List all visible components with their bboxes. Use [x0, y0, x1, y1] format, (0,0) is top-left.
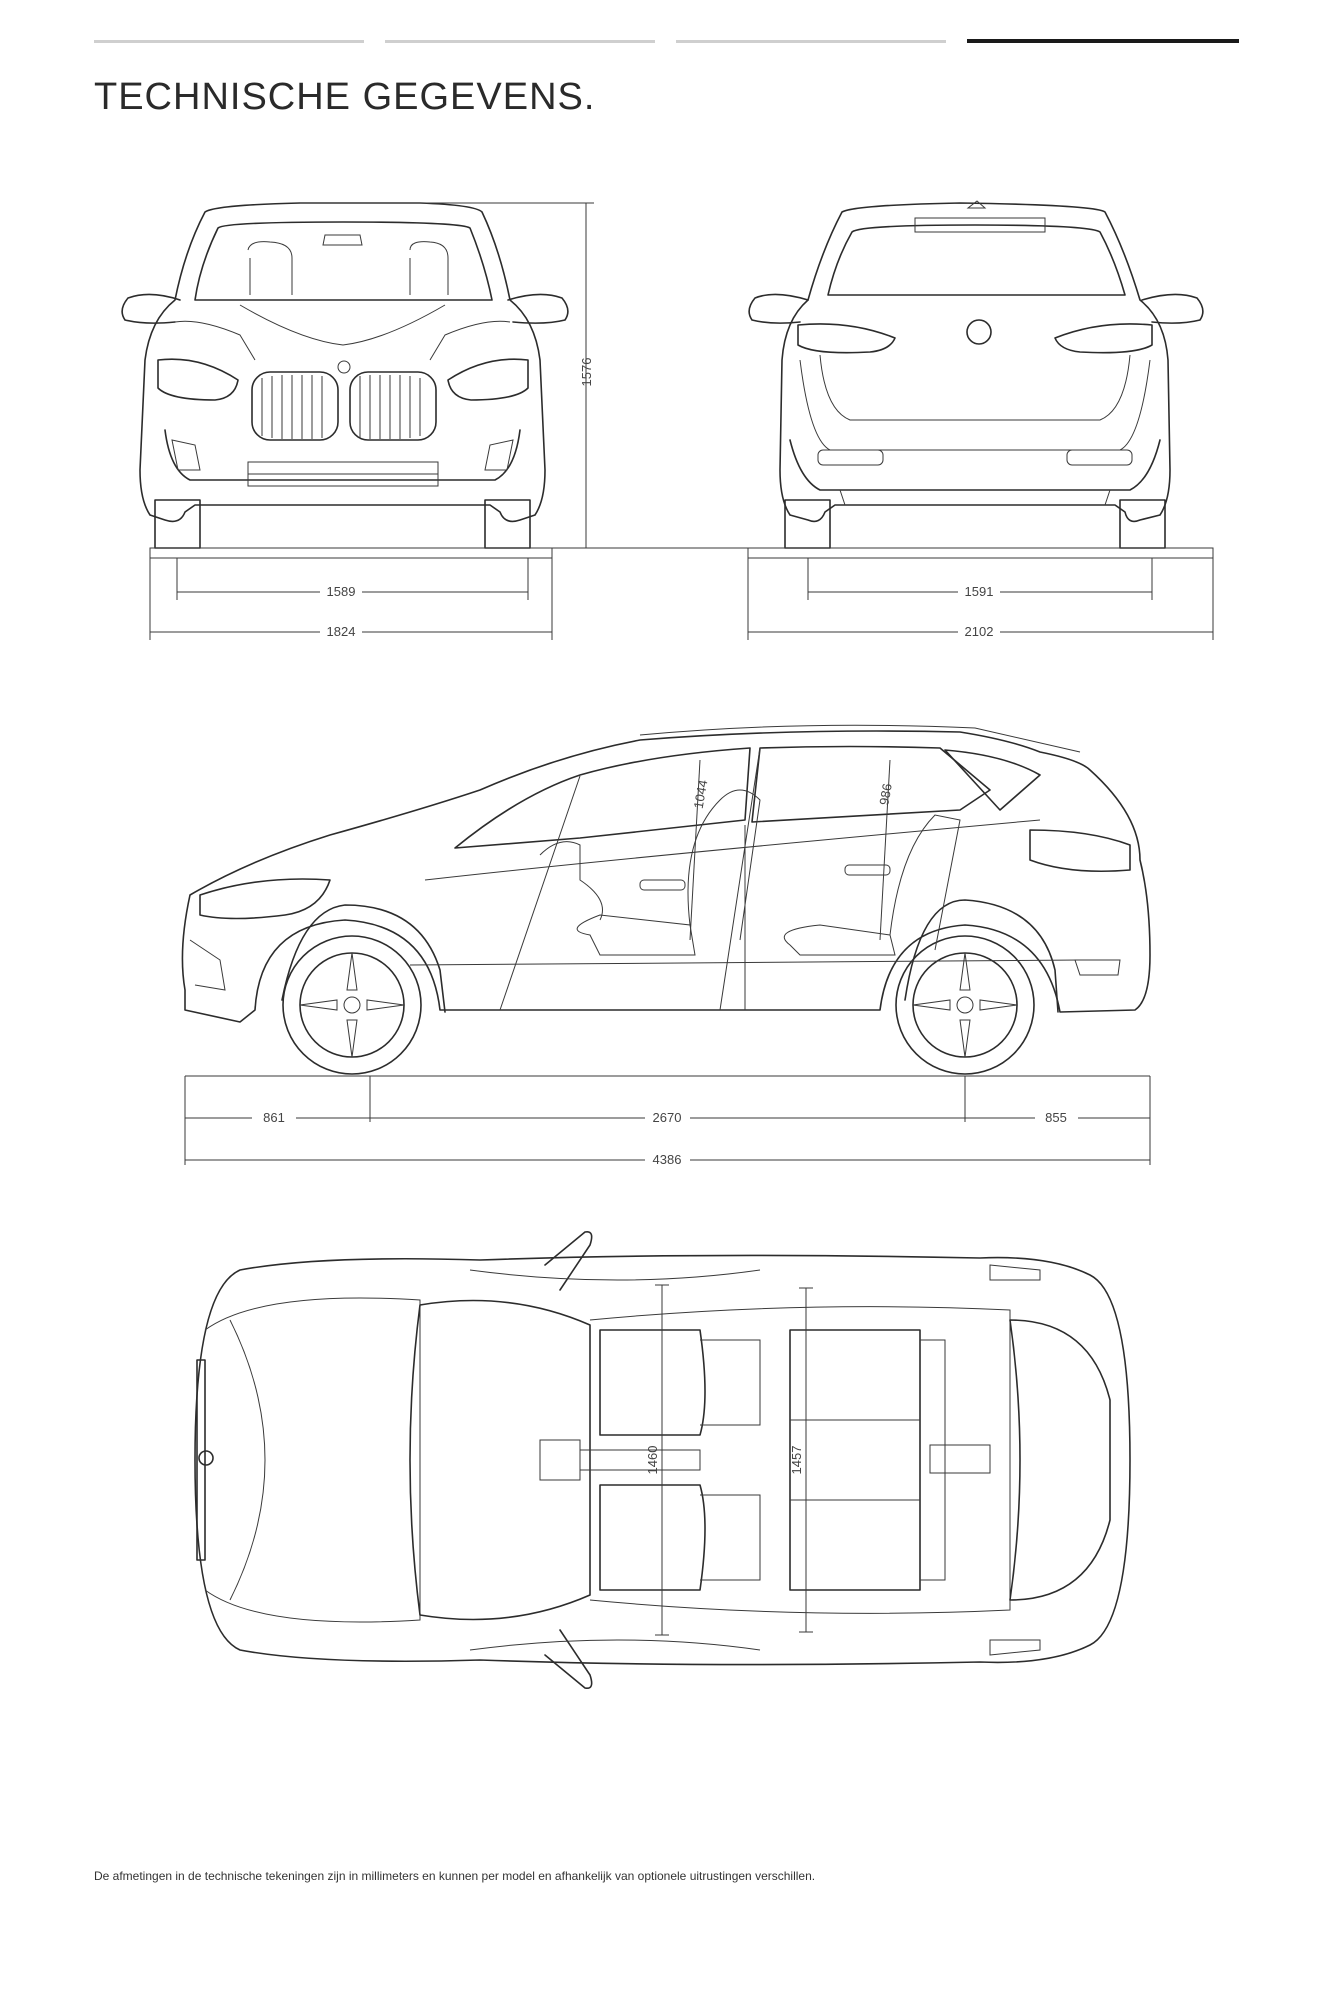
- dim-shoulder-front: 1460: [645, 1446, 660, 1475]
- top-view-drawing: [194, 1230, 1131, 1690]
- progress-tab-4-active[interactable]: [967, 39, 1239, 43]
- dim-rear-overhang: 855: [1045, 1110, 1067, 1125]
- side-view-drawing: [181, 724, 1151, 1165]
- rear-view-drawing: [747, 200, 1214, 640]
- dim-front-height: 1576: [579, 358, 594, 387]
- dim-front-overhang: 861: [263, 1110, 285, 1125]
- page-title: TECHNISCHE GEGEVENS.: [94, 76, 596, 118]
- progress-tab-2[interactable]: [385, 40, 655, 43]
- page-progress-tabs: [94, 39, 1239, 45]
- front-view-drawing: [121, 202, 1210, 640]
- dim-headroom-rear: 986: [876, 782, 895, 806]
- dim-rear-width-mirrors: 2102: [965, 624, 994, 639]
- dim-length: 4386: [653, 1152, 682, 1167]
- dim-front-width: 1824: [327, 624, 356, 639]
- progress-tab-1[interactable]: [94, 40, 364, 43]
- dim-rear-track: 1591: [965, 584, 994, 599]
- dim-front-track: 1589: [327, 584, 356, 599]
- footnote: De afmetingen in de technische tekeninge…: [94, 1869, 816, 1883]
- dim-wheelbase: 2670: [653, 1110, 682, 1125]
- progress-tab-3[interactable]: [676, 40, 946, 43]
- dim-headroom-front: 1044: [691, 779, 711, 810]
- dim-shoulder-rear: 1457: [789, 1446, 804, 1475]
